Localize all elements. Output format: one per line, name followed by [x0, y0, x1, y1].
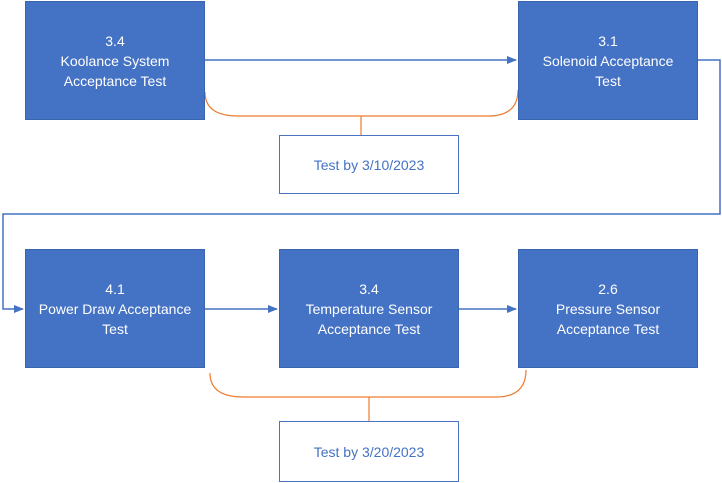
deadline-note-1[interactable]: Test by 3/10/2023 — [279, 135, 459, 194]
deadline-text: Test by 3/20/2023 — [313, 443, 425, 460]
bracket-bottom — [209, 369, 527, 421]
step-label-line: Temperature Sensor — [305, 300, 433, 317]
step-label-line: Solenoid Acceptance — [542, 52, 674, 69]
step-label-line: Power Draw Acceptance — [38, 300, 192, 317]
step-box-temperature-sensor[interactable]: 3.4 Temperature Sensor Acceptance Test — [279, 249, 459, 368]
step-number: 3.4 — [359, 280, 379, 297]
step-box-power-draw[interactable]: 4.1 Power Draw Acceptance Test — [25, 249, 205, 368]
step-label-line: Acceptance Test — [63, 72, 167, 89]
step-number: 3.4 — [105, 32, 125, 49]
step-label-line: Test — [595, 72, 621, 89]
step-label-line: Acceptance Test — [317, 320, 421, 337]
step-number: 4.1 — [105, 280, 125, 297]
step-label-line: Koolance System — [60, 52, 170, 69]
step-label-line: Acceptance Test — [556, 320, 660, 337]
step-label-line: Test — [102, 320, 128, 337]
step-label-line: Pressure Sensor — [555, 300, 661, 317]
deadline-note-2[interactable]: Test by 3/20/2023 — [279, 421, 459, 482]
step-box-koolance[interactable]: 3.4 Koolance System Acceptance Test — [25, 1, 205, 120]
step-number: 2.6 — [598, 280, 618, 297]
deadline-text: Test by 3/10/2023 — [313, 156, 425, 173]
bracket-top — [204, 89, 519, 135]
arrow-solenoid-to-power-draw — [2, 59, 721, 313]
step-box-pressure-sensor[interactable]: 2.6 Pressure Sensor Acceptance Test — [518, 249, 698, 368]
step-number: 3.1 — [598, 32, 618, 49]
step-box-solenoid[interactable]: 3.1 Solenoid Acceptance Test — [518, 1, 698, 120]
